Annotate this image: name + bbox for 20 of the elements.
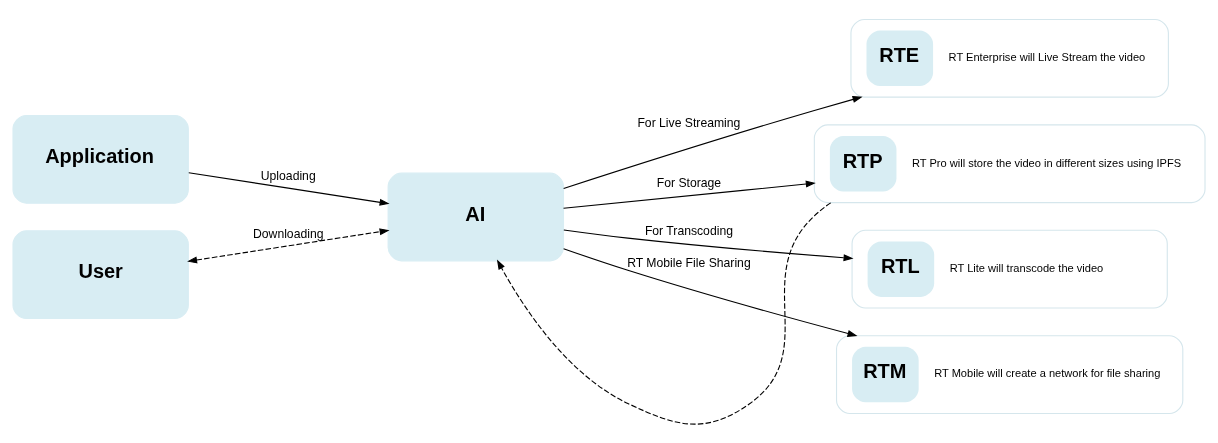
arrow (496, 201, 832, 425)
edge-label: For Live Streaming (637, 115, 741, 130)
edge-label: For Storage (656, 175, 722, 190)
edge-label: Uploading (260, 168, 316, 183)
arrow (187, 227, 390, 263)
node-box: RTM RT Mobile will create a network for file sharing (835, 334, 1184, 414)
arrow (563, 228, 854, 261)
arrow (562, 180, 816, 209)
node-box: User (12, 229, 189, 319)
edge-label: RT Mobile File Sharing (627, 255, 751, 270)
arrow (563, 95, 863, 189)
arrow (188, 171, 390, 206)
node-box: RTP RT Pro will store the video in different sizes using IPFS (813, 123, 1206, 203)
node-box: RTL RT Lite will transcode the video (851, 229, 1168, 309)
edge-label: For Transcoding (644, 223, 733, 238)
edge-label: Downloading (253, 226, 324, 241)
node-box: AI (387, 172, 565, 261)
arrow (563, 247, 858, 337)
node-box: RTE RT Enterprise will Live Stream the video (850, 18, 1169, 98)
node-box: Application (12, 114, 189, 204)
